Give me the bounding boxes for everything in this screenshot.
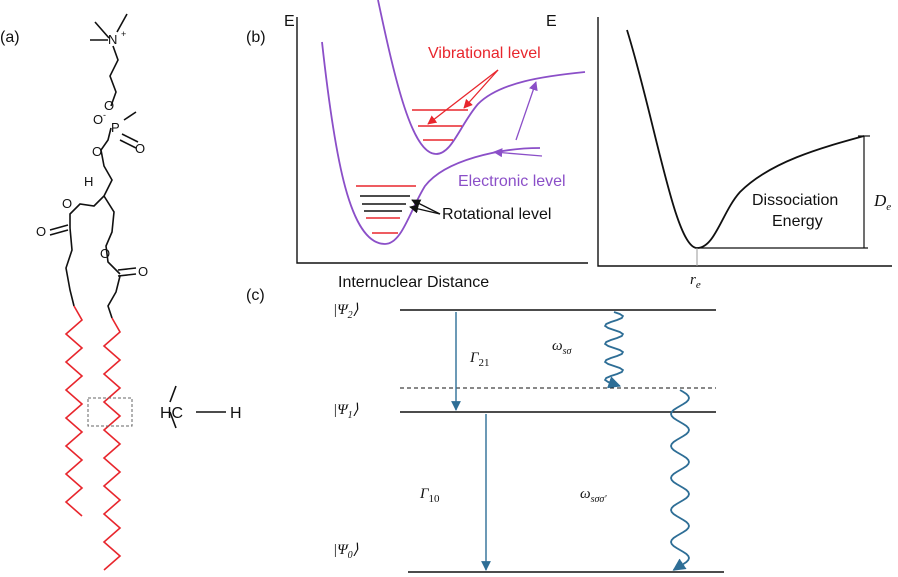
atom-o-top: O <box>104 98 114 113</box>
electronic-arrow-1 <box>493 148 543 158</box>
atom-n-charge: + <box>121 29 126 39</box>
fatty-acid-tail-1 <box>64 305 84 517</box>
atom-o-carbonyl2: O <box>138 264 148 279</box>
atom-o-charge: - <box>103 110 106 120</box>
left-y-axis-label: E <box>284 13 295 30</box>
panel-c: (c) |Ψ2⟩ |Ψ1⟩ |Ψ0⟩ Γ21 Γ10 ωsσ ωsσσ' <box>246 287 724 573</box>
raman-photon-1 <box>603 311 625 389</box>
right-axes <box>597 17 892 267</box>
psi1-label: |Ψ1⟩ <box>333 402 359 421</box>
excited-state-curve <box>377 0 586 155</box>
lower-levels <box>356 185 416 234</box>
dissociation-line-2: Energy <box>772 213 823 230</box>
atom-n: N <box>108 32 117 47</box>
atom-p: P <box>111 120 120 135</box>
rotational-label: Rotational level <box>442 206 551 223</box>
atom-o-ester1: O <box>62 196 72 211</box>
panel-a: (a) N + O O - P O O H O O O O <box>0 13 242 571</box>
gamma21-label: Γ21 <box>469 350 490 369</box>
electronic-arrow-2 <box>515 81 538 141</box>
re-label: re <box>690 272 701 291</box>
left-axes <box>296 17 588 264</box>
raman-photon-2 <box>670 389 690 571</box>
upper-vibrational-levels <box>412 109 468 141</box>
left-x-axis-label: Internuclear Distance <box>338 274 489 291</box>
panel-b-label: (b) <box>246 29 266 46</box>
atom-o-ester2: O <box>100 246 110 261</box>
hc-label: HC <box>160 405 183 422</box>
ground-state-curve <box>321 41 541 245</box>
rotational-arrow-1 <box>411 199 441 215</box>
ch-bonds <box>169 385 226 429</box>
atom-o-bot: O <box>92 144 102 159</box>
omega-s-label: ωsσ <box>552 338 572 357</box>
chain-2-upper <box>107 275 121 319</box>
lipid-head-group <box>49 13 139 307</box>
rotational-arrow-2 <box>409 204 441 215</box>
panel-c-label: (c) <box>246 287 265 304</box>
vibrational-label: Vibrational level <box>428 45 541 62</box>
vibrational-arrow-2 <box>463 69 499 109</box>
h-label: H <box>230 405 242 422</box>
de-label: De <box>873 191 891 213</box>
fatty-acid-tail-2 <box>102 317 122 571</box>
right-y-axis-label: E <box>546 13 557 30</box>
atom-o-minus: O <box>93 112 103 127</box>
panel-b-left: (b) E Internuclear Distance Vibrational … <box>246 0 588 291</box>
morse-curve <box>626 29 865 249</box>
gamma10-label: Γ10 <box>419 486 440 505</box>
selection-box <box>87 397 133 427</box>
psi2-label: |Ψ2⟩ <box>333 302 359 321</box>
panel-b-right: E re Dissociation Energy De <box>546 13 892 291</box>
atom-o-eq: O <box>135 141 145 156</box>
vibrational-arrow-1 <box>427 69 499 125</box>
dissociation-line-1: Dissociation <box>752 192 838 209</box>
atom-h-chiral: H <box>84 174 93 189</box>
panel-a-label: (a) <box>0 29 20 46</box>
electronic-label: Electronic level <box>458 173 566 190</box>
psi0-label: |Ψ0⟩ <box>333 542 359 561</box>
atom-o-carbonyl1: O <box>36 224 46 239</box>
omega-s2-label: ωsσσ' <box>580 486 607 505</box>
